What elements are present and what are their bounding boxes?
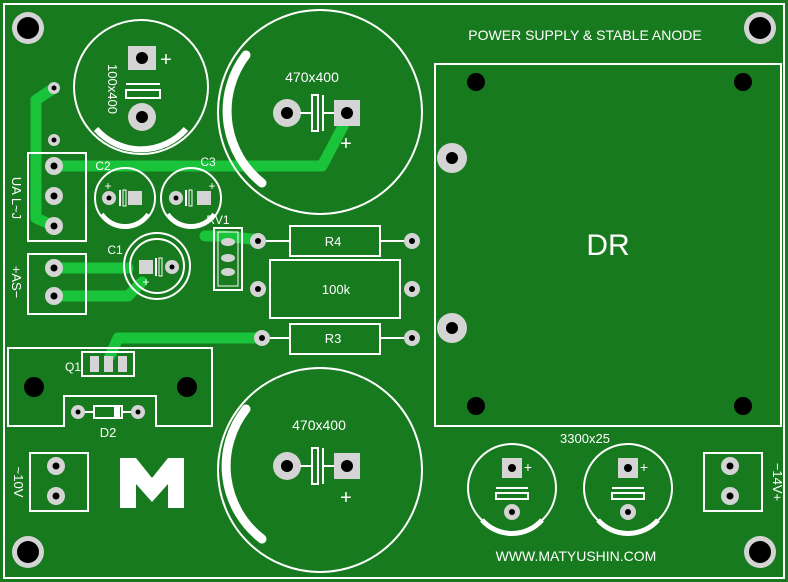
- board-title: POWER SUPPLY & STABLE ANODE: [468, 27, 701, 43]
- 14v-label: −14V+: [770, 463, 785, 501]
- mounting-holes: [12, 12, 776, 568]
- cap-big-bottom: 470x400 +: [217, 367, 423, 573]
- cap-top-left-label: 100x400: [105, 64, 120, 114]
- polarity-plus: +: [160, 49, 172, 71]
- polarity-plus: +: [524, 459, 532, 475]
- resistor-100k: 100k: [250, 259, 420, 319]
- cap-big-top: 470x400 +: [217, 9, 423, 215]
- trace-q1-to-r3: [104, 332, 268, 362]
- polarity-plus: +: [142, 275, 149, 289]
- ua-label: UA L~J: [9, 177, 24, 219]
- trace-ua-to-cap: [48, 107, 356, 172]
- d2-label: D2: [100, 425, 117, 440]
- connector-14v: −14V+: [703, 452, 785, 512]
- cap-big-top-label: 470x400: [285, 69, 339, 85]
- c1-label: C1: [107, 243, 123, 257]
- q1-label: Q1: [65, 360, 81, 374]
- cap-top-left: 100x400 +: [73, 19, 209, 155]
- as-label: +AS−: [9, 266, 24, 299]
- 10v-label: ~10V: [11, 467, 26, 498]
- connector-as: +AS−: [9, 253, 87, 315]
- copper-traces: [30, 82, 356, 362]
- website-label: WWW.MATYUSHIN.COM: [496, 548, 657, 564]
- polarity-plus: +: [340, 487, 352, 509]
- dr-label: DR: [586, 229, 629, 262]
- resistor-r3: R3: [254, 323, 420, 355]
- diode-d2: D2: [71, 405, 145, 440]
- cap-c3: C3 +: [160, 155, 222, 229]
- trace-as-bottom: [48, 276, 148, 302]
- polarity-plus: +: [340, 133, 352, 155]
- c3-label: C3: [200, 155, 216, 169]
- polarity-plus: +: [640, 459, 648, 475]
- c2-label: C2: [95, 159, 111, 173]
- cap-c1: C1 +: [107, 232, 191, 300]
- polarity-plus: +: [208, 179, 215, 193]
- cap-big-bottom-label: 470x400: [292, 417, 346, 433]
- 100k-label: 100k: [322, 282, 351, 297]
- trace-ua-bridge: [30, 82, 60, 232]
- resistor-r4: R4: [250, 225, 420, 257]
- cap-c2: C2 +: [94, 159, 156, 229]
- matyushin-logo: [120, 458, 184, 508]
- r4-label: R4: [325, 234, 342, 249]
- connector-10v: ~10V: [11, 452, 89, 512]
- board-outline: [3, 3, 785, 579]
- rv1-label: RV1: [206, 213, 229, 227]
- trimmer-rv1: RV1: [206, 213, 243, 291]
- r3-label: R3: [325, 331, 342, 346]
- inductor-dr: DR: [434, 63, 782, 427]
- cap-pair-label: 3300x25: [560, 431, 610, 446]
- cap-3300-left: +: [467, 443, 557, 536]
- cap-3300-right: +: [583, 443, 673, 536]
- connector-ua: UA L~J: [9, 82, 87, 242]
- polarity-plus: +: [104, 179, 111, 193]
- transistor-q1: Q1: [7, 347, 213, 427]
